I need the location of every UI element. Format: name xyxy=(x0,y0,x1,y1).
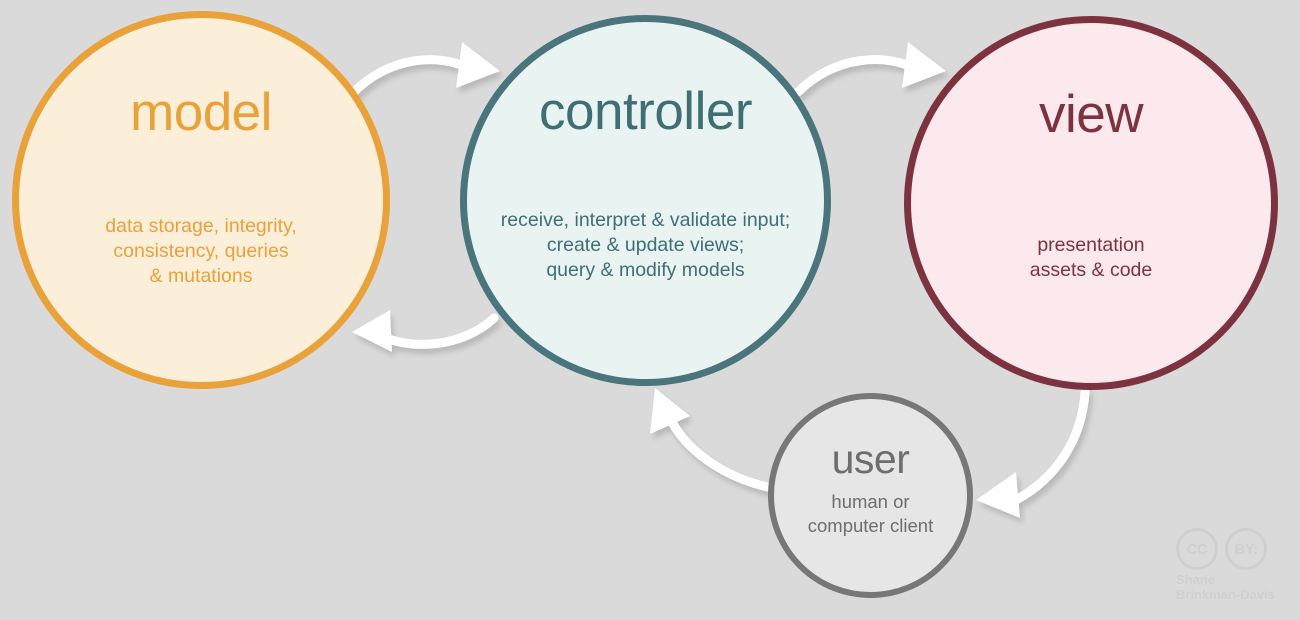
node-user-description: human or computer client xyxy=(807,491,934,536)
node-controller[interactable]: controller receive, interpret & validate… xyxy=(460,15,831,386)
node-model-description: data storage, integrity, consistency, qu… xyxy=(105,215,297,287)
attribution-by-icon: BY: xyxy=(1225,528,1267,570)
arrow-user-to-controller xyxy=(650,388,777,493)
node-view-description: presentation assets & code xyxy=(1029,234,1153,281)
creative-commons-icon: CC xyxy=(1176,528,1218,570)
node-controller-title: controller xyxy=(539,82,752,141)
node-model[interactable]: model data storage, integrity, consisten… xyxy=(12,11,390,389)
node-user[interactable]: user human or computer client xyxy=(768,393,973,598)
node-model-title: model xyxy=(130,83,272,142)
cc-badge-group: CC BY: xyxy=(1176,528,1288,570)
license-badge[interactable]: CC BY: Shane Brinkman-Davis xyxy=(1176,528,1288,612)
arrow-controller-to-view xyxy=(793,42,946,97)
arrow-model-to-controller xyxy=(347,42,500,99)
node-user-title: user xyxy=(831,436,910,482)
arrow-view-to-user xyxy=(976,387,1090,518)
node-view-title: view xyxy=(1038,85,1144,144)
node-controller-description: receive, interpret & validate input; cre… xyxy=(500,209,791,281)
license-author: Shane Brinkman-Davis xyxy=(1176,572,1275,602)
node-view[interactable]: view presentation assets & code xyxy=(904,16,1278,390)
arrow-controller-to-model xyxy=(352,310,499,352)
